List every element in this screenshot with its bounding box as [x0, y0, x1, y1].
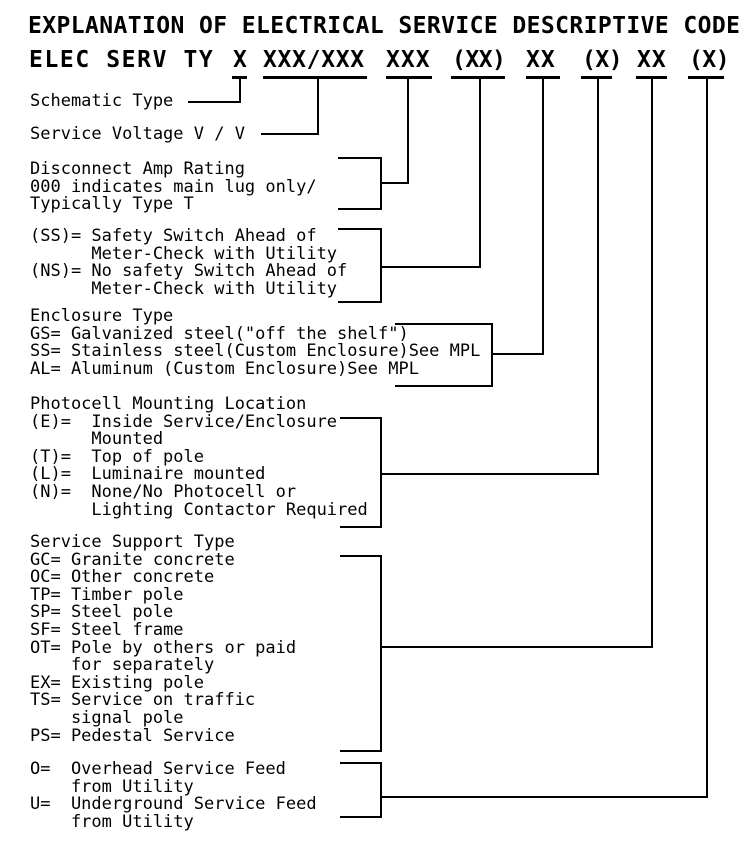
bracket-safety-switch — [338, 228, 382, 303]
section-schematic-type: Schematic Type — [30, 91, 174, 111]
text-line: (N)= None/No Photocell or — [30, 481, 297, 502]
underline-photocell — [581, 76, 612, 79]
text-line: from Utility — [30, 776, 194, 797]
section-amp-rating: Disconnect Amp Rating 000 indicates main… — [30, 159, 317, 215]
code-field-support: XX — [637, 47, 667, 73]
bracket-support — [340, 555, 382, 752]
connector-amp-rating — [380, 182, 409, 184]
connector-safety-switch — [380, 266, 481, 268]
vline-feed — [706, 76, 708, 798]
text-line: from Utility — [30, 811, 194, 832]
code-field-voltage: XXX/XXX — [263, 47, 365, 73]
connector-enclosure — [491, 353, 544, 355]
text-line: Lighting Contactor Required — [30, 499, 368, 520]
code-field-amp-rating: XXX — [386, 47, 431, 73]
text-line: Meter-Check with Utility — [30, 243, 338, 264]
code-field-enclosure: XX — [526, 47, 556, 73]
text-line: SP= Steel pole — [30, 602, 174, 623]
section-enclosure: Enclosure Type GS= Galvanized steel("off… — [30, 306, 481, 379]
text-line: signal pole — [30, 707, 184, 728]
text-line: Photocell Mounting Location — [30, 394, 307, 414]
vline-photocell — [597, 76, 599, 475]
underline-safety-switch — [451, 76, 505, 79]
text-line: (E)= Inside Service/Enclosure — [30, 411, 338, 432]
text-line: TS= Service on traffic — [30, 690, 256, 711]
text-line: for separately — [30, 655, 215, 676]
text-line: OC= Other concrete — [30, 567, 215, 588]
text-line: Typically Type T — [30, 194, 194, 215]
text-line: SF= Steel frame — [30, 619, 184, 640]
section-safety-switch: (SS)= Safety Switch Ahead of Meter-Check… — [30, 226, 348, 299]
vline-voltage — [317, 76, 319, 135]
text-line: (T)= Top of pole — [30, 446, 204, 467]
bracket-photocell — [340, 417, 382, 528]
vline-support — [651, 76, 653, 648]
text-line: O= Overhead Service Feed — [30, 759, 286, 779]
leader-schematic-type — [188, 101, 241, 103]
text-line: U= Underground Service Feed — [30, 794, 317, 815]
vline-amp-rating — [407, 76, 409, 184]
bracket-amp-rating — [338, 157, 382, 210]
connector-feed — [380, 796, 708, 798]
code-field-safety-switch: (XX) — [452, 47, 506, 73]
text-line: AL= Aluminum (Custom Enclosure)See MPL — [30, 358, 419, 379]
text-line: Mounted — [30, 429, 164, 450]
text-line: (SS)= Safety Switch Ahead of — [30, 226, 317, 246]
text-line: Schematic Type — [30, 91, 174, 111]
text-line: PS= Pedestal Service — [30, 725, 235, 746]
section-support: Service Support Type GC= Granite concret… — [30, 532, 297, 746]
text-line: Disconnect Amp Rating — [30, 159, 245, 179]
text-line: 000 indicates main lug only/ — [30, 176, 317, 197]
text-line: (NS)= No safety Switch Ahead of — [30, 261, 348, 282]
vline-enclosure — [542, 76, 544, 355]
bracket-feed — [340, 762, 382, 818]
bracket-enclosure — [395, 323, 493, 387]
code-field-feed: (X) — [689, 47, 730, 73]
text-line: EX= Existing pole — [30, 672, 204, 693]
underline-voltage — [263, 76, 367, 79]
text-line: GS= Galvanized steel("off the shelf") — [30, 323, 409, 344]
section-photocell: Photocell Mounting Location (E)= Inside … — [30, 394, 368, 520]
connector-photocell — [380, 473, 599, 475]
code-field-schematic-type: X — [233, 47, 248, 73]
text-line: (L)= Luminaire mounted — [30, 464, 266, 485]
section-feed: O= Overhead Service Feed from Utility U=… — [30, 759, 317, 832]
text-line: Service Voltage V / V — [30, 124, 245, 144]
leader-voltage — [261, 133, 319, 135]
connector-support — [380, 646, 653, 648]
text-line: SS= Stainless steel(Custom Enclosure)See… — [30, 341, 481, 362]
text-line: GC= Granite concrete — [30, 549, 235, 570]
text-line: Enclosure Type — [30, 306, 174, 326]
section-voltage: Service Voltage V / V — [30, 124, 245, 144]
vline-schematic-type — [239, 76, 241, 103]
text-line: Service Support Type — [30, 532, 235, 552]
page-title: EXPLANATION OF ELECTRICAL SERVICE DESCRI… — [28, 13, 741, 39]
text-line: Meter-Check with Utility — [30, 278, 338, 299]
text-line: OT= Pole by others or paid — [30, 637, 297, 658]
code-field-photocell: (X) — [582, 47, 623, 73]
code-prefix: ELEC SERV TY — [29, 47, 215, 73]
vline-safety-switch — [479, 76, 481, 268]
text-line: TP= Timber pole — [30, 584, 184, 605]
underline-amp-rating — [386, 76, 432, 79]
